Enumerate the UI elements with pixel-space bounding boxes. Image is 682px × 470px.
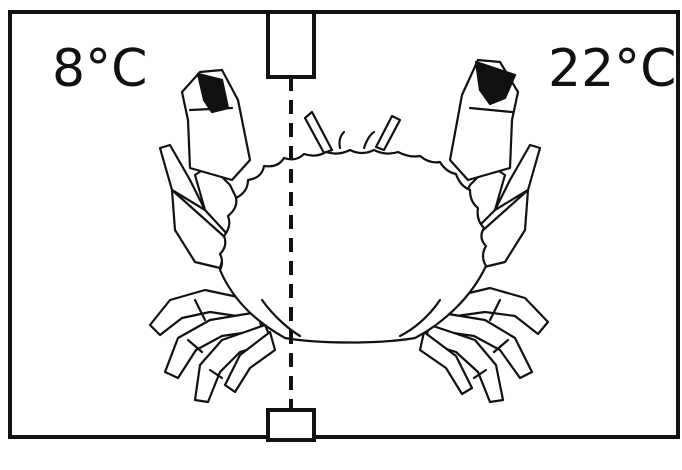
partition-post-top (268, 12, 314, 77)
partition-post-bottom (268, 410, 314, 440)
left-temperature-label: 8°C (52, 39, 147, 99)
carapace (220, 150, 486, 343)
right-temperature-label: 22°C (548, 39, 676, 99)
crab-illustration (150, 60, 548, 402)
eyestalks (305, 112, 400, 153)
